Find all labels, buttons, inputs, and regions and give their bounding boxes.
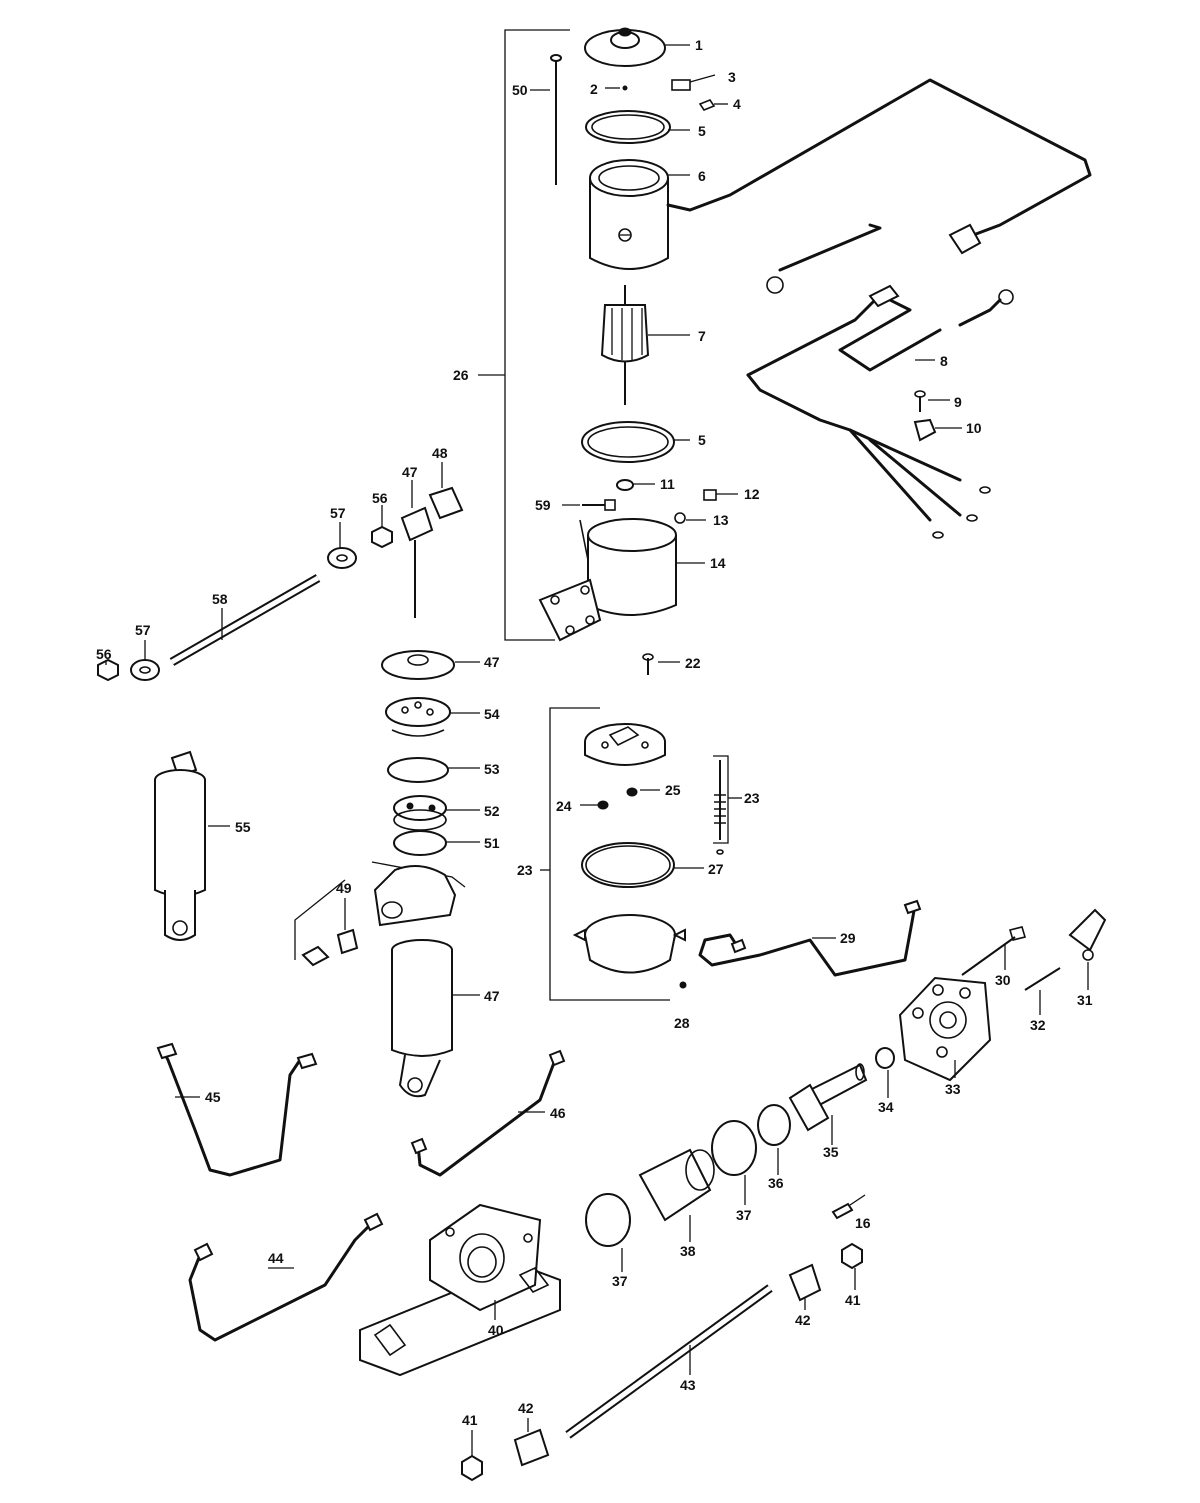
callout-44: 44: [268, 1250, 284, 1266]
callout-6: 6: [698, 168, 706, 184]
callout-51: 51: [484, 835, 500, 851]
pump-group: [540, 707, 742, 1001]
callout-14: 14: [710, 555, 726, 571]
callout-45: 45: [205, 1089, 221, 1105]
shaft-assembly-group: [97, 462, 464, 682]
hydraulic-line-44: [188, 1212, 384, 1342]
trim-cylinder-part: [154, 750, 230, 941]
callout-11: 11: [660, 476, 675, 492]
callout-labels: 1 2 3 4 5 6 7 8 9 10 5 11 12 13 14 22 26…: [96, 37, 1093, 1428]
callout-9: 9: [954, 394, 962, 410]
callout-23-pump: 23: [517, 862, 533, 878]
callout-50: 50: [512, 82, 528, 98]
line-45: [161, 1048, 302, 1177]
callout-57-top: 57: [330, 505, 346, 521]
callout-1: 1: [695, 37, 703, 53]
callout-8: 8: [940, 353, 948, 369]
callout-43: 43: [680, 1377, 696, 1393]
callout-52: 52: [484, 803, 500, 819]
manifold-group: [585, 908, 1107, 1272]
callout-35: 35: [823, 1144, 839, 1160]
callout-5-upper: 5: [698, 123, 706, 139]
callout-47-cyl: 47: [484, 988, 500, 1004]
callout-46: 46: [550, 1105, 566, 1121]
callout-22: 22: [685, 655, 701, 671]
callout-49: 49: [336, 880, 352, 896]
callout-57-lower: 57: [135, 622, 151, 638]
callout-59: 59: [535, 497, 551, 513]
callout-30: 30: [995, 972, 1011, 988]
callout-3: 3: [728, 69, 736, 85]
callout-25: 25: [665, 782, 681, 798]
thru-bolt-part: [530, 54, 562, 185]
callout-34: 34: [878, 1099, 894, 1115]
callout-7: 7: [698, 328, 706, 344]
hydraulic-line-29: [698, 899, 922, 977]
motor-frame-part: [589, 159, 690, 270]
mounting-base-part: [359, 1203, 561, 1377]
callout-41-lower: 41: [462, 1412, 478, 1428]
callout-4: 4: [733, 96, 741, 112]
callout-54: 54: [484, 706, 500, 722]
wire-harness-group: [746, 284, 1014, 539]
line-46: [416, 1058, 557, 1177]
motor-assembly-group: [478, 27, 1092, 675]
callout-48: 48: [432, 445, 448, 461]
callout-56-lower: 56: [96, 646, 112, 662]
valve-stack-group: [381, 650, 480, 856]
motor-lead-wire: [666, 78, 1092, 242]
callout-37-upper: 37: [736, 1207, 752, 1223]
callout-24: 24: [556, 798, 572, 814]
end-cap-part: [584, 27, 666, 67]
callout-47-top: 47: [402, 464, 418, 480]
callout-5-lower: 5: [698, 432, 706, 448]
callout-29: 29: [840, 930, 856, 946]
callout-56-top: 56: [372, 490, 388, 506]
callout-36: 36: [768, 1175, 784, 1191]
pump-housing-part: [538, 518, 705, 642]
callout-27: 27: [708, 861, 724, 877]
callout-42-upper: 42: [795, 1312, 811, 1328]
harness-wire-8: [746, 293, 942, 377]
callout-2: 2: [590, 81, 598, 97]
callout-55: 55: [235, 819, 251, 835]
callout-16: 16: [855, 1215, 871, 1231]
callout-12: 12: [744, 486, 760, 502]
callout-47-disc: 47: [484, 654, 500, 670]
callout-23-valve: 23: [744, 790, 760, 806]
callout-26: 26: [453, 367, 469, 383]
callout-31: 31: [1077, 992, 1093, 1008]
callout-42-lower: 42: [518, 1400, 534, 1416]
callout-33: 33: [945, 1081, 961, 1097]
callout-13: 13: [713, 512, 729, 528]
callout-10: 10: [966, 420, 982, 436]
hydraulic-lines-45-46: [156, 1042, 566, 1177]
bracket-26: [504, 29, 570, 641]
callout-40: 40: [488, 1322, 504, 1338]
armature-part: [600, 285, 690, 405]
tie-rod-group: [461, 1194, 866, 1482]
callout-38: 38: [680, 1243, 696, 1259]
callout-53: 53: [484, 761, 500, 777]
callout-41-upper: 41: [845, 1292, 861, 1308]
callout-37-lower: 37: [612, 1273, 628, 1289]
lower-cylinder-group: [294, 861, 480, 1098]
callout-28: 28: [674, 1015, 690, 1031]
callout-58: 58: [212, 591, 228, 607]
callout-32: 32: [1030, 1017, 1046, 1033]
